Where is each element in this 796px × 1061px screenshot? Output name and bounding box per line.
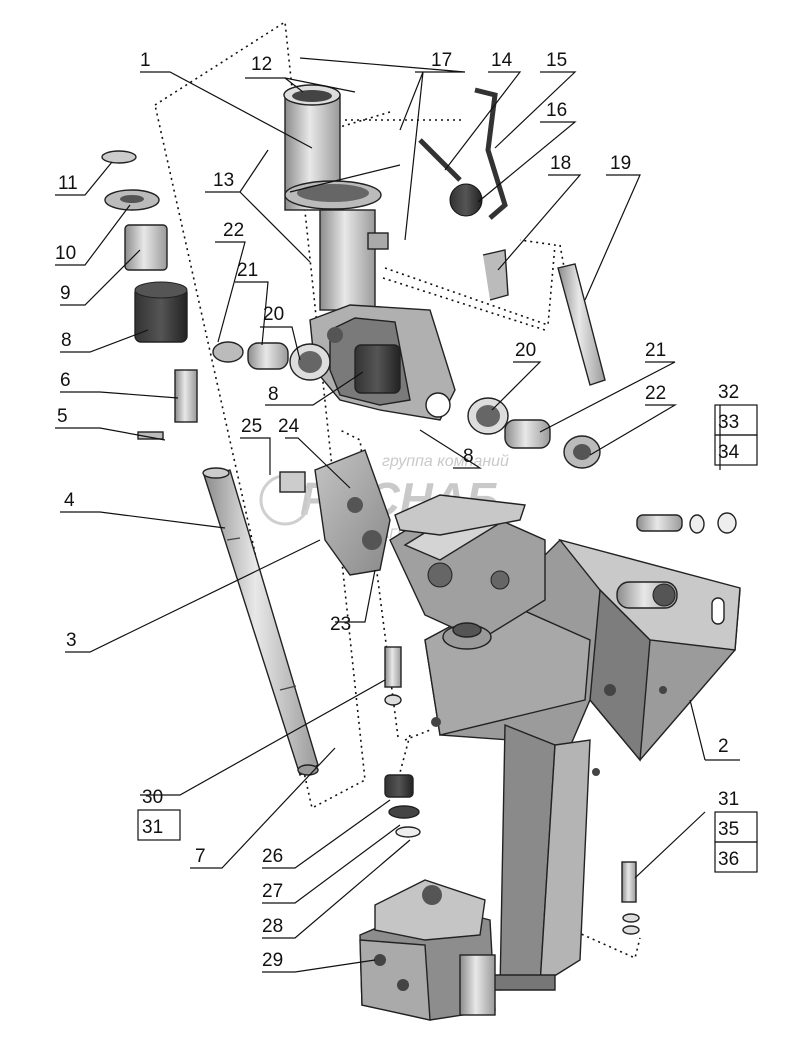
callout-8-middle: 8 [268,384,279,405]
callout-13: 13 [213,170,234,191]
callout-21-right: 21 [645,340,666,361]
callout-6: 6 [60,370,71,391]
callout-25: 25 [241,416,262,437]
callout-9: 9 [60,283,71,304]
callout-16: 16 [546,100,567,121]
small-parts [101,87,737,935]
steering-shaft [202,467,319,777]
callout-20-left: 20 [263,304,284,325]
callout-8-right: 8 [463,446,474,467]
callout-24: 24 [278,416,300,437]
callout-26: 26 [262,846,283,867]
callout-7: 7 [195,846,206,867]
callout-28: 28 [262,916,283,937]
callout-15: 15 [546,50,567,71]
callout-33: 33 [718,412,739,433]
callout-31-right: 31 [718,789,739,810]
rubber-bushing-parts [134,281,414,798]
leader-lines [55,57,740,973]
callout-22-right: 22 [645,383,666,404]
callout-19: 19 [610,153,631,174]
assembly-dashed-lines [154,20,641,960]
boxed-callouts [137,404,758,873]
callout-numbers: 1 2 3 4 5 6 7 8 8 8 9 10 11 12 13 14 15 … [55,50,740,971]
callout-21-left: 21 [237,260,258,281]
callout-36: 36 [718,849,739,870]
callout-1: 1 [140,50,151,71]
callout-30: 30 [142,787,163,808]
callout-32: 32 [718,382,739,403]
callout-14: 14 [491,50,513,71]
hydraulic-unit [359,879,496,1021]
mounting-bracket [389,494,741,991]
callout-31-left: 31 [142,817,163,838]
callout-18: 18 [550,153,571,174]
callout-8-left: 8 [61,330,72,351]
callout-22-left: 22 [223,220,244,241]
callout-12: 12 [251,54,272,75]
callout-10: 10 [55,243,76,264]
callout-20-right: 20 [515,340,536,361]
callout-2: 2 [718,736,729,757]
callout-17: 17 [431,50,452,71]
watermark-line1: группа компаний [382,453,509,470]
callout-11: 11 [58,173,78,194]
callout-3: 3 [66,630,77,651]
callout-34: 34 [718,442,740,463]
callout-35: 35 [718,819,739,840]
callout-29: 29 [262,950,283,971]
callout-5: 5 [57,406,68,427]
callout-23: 23 [330,614,351,635]
callout-27: 27 [262,881,283,902]
callout-4: 4 [64,490,75,511]
